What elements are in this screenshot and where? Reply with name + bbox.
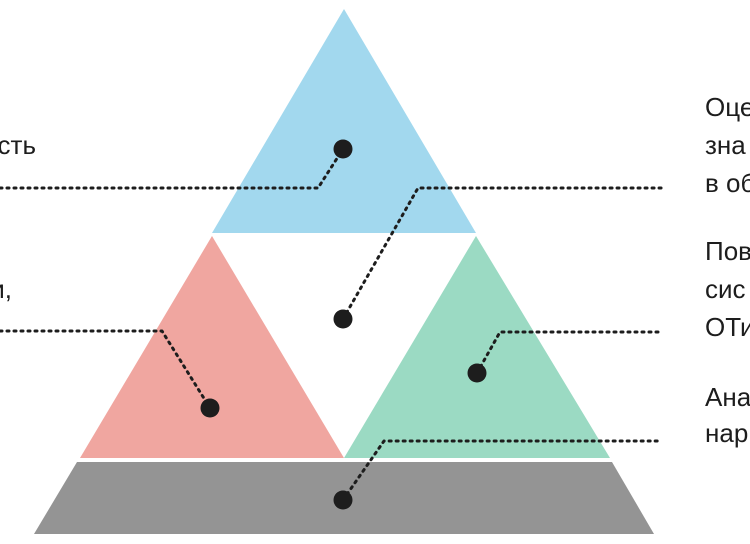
right-label-3-line-1: Ана: [705, 382, 750, 412]
right-triangle: [344, 236, 610, 458]
left-label-1: ость: [0, 130, 36, 160]
right-label-1-line-1: Оце: [705, 92, 750, 122]
leader-line-center-right: [341, 186, 664, 321]
leader-line-top-left: [0, 147, 345, 190]
right-label-2-line-1: Пов: [705, 236, 750, 266]
right-label-1-line-2: зна: [705, 130, 746, 160]
leader-line-right-triangle: [475, 330, 664, 375]
right-label-2-line-2: сис: [705, 274, 746, 304]
leader-line-base: [341, 439, 664, 502]
marker-dot-top: [333, 139, 353, 159]
marker-dot-left: [200, 398, 220, 418]
left-triangle: [80, 236, 344, 458]
left-label-2: и,: [0, 274, 12, 304]
right-label-1-line-3: в об: [705, 168, 750, 198]
marker-dot-center: [333, 309, 353, 329]
leader-line-left-triangle: [0, 329, 212, 410]
marker-dot-base: [333, 490, 353, 510]
right-label-2-line-3: ОТи: [705, 312, 750, 342]
right-label-3-line-2: нар: [705, 418, 748, 448]
marker-dot-right: [467, 363, 487, 383]
top-triangle: [212, 9, 476, 233]
